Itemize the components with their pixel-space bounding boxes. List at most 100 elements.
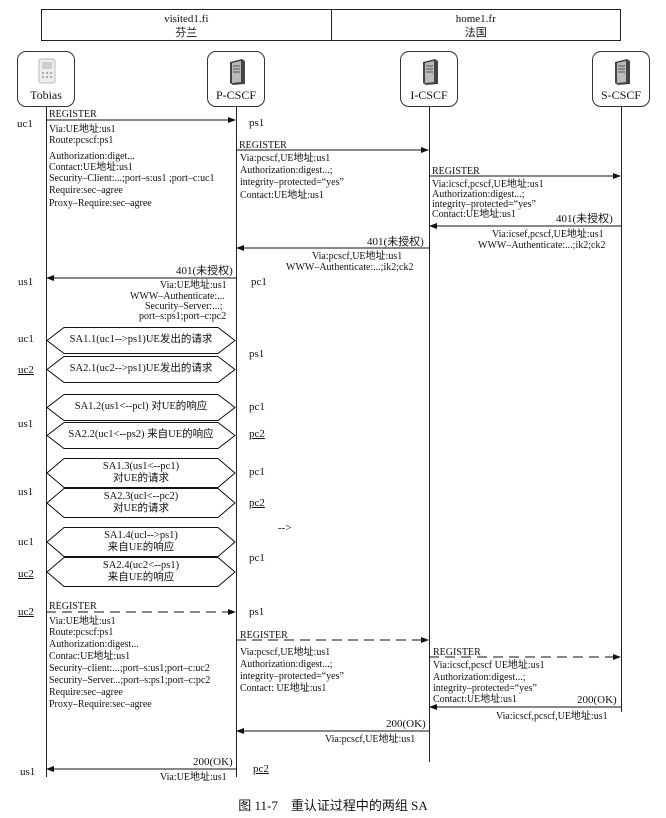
sa-label: SA1.2(us1<--pcl) 对UE的响应 bbox=[74, 401, 208, 412]
sa-sublabel: 来自UE的响应 bbox=[107, 572, 175, 583]
domain-country: 芬兰 bbox=[175, 27, 198, 39]
sa-label: SA2.1(uc2-->ps1)UE发出的请求 bbox=[69, 363, 213, 374]
entity-label: I-CSCF bbox=[410, 88, 448, 102]
msg3-title: REGISTER bbox=[432, 166, 480, 177]
msg6-line: Security–Server:...; bbox=[145, 301, 223, 312]
msg5-line: Via:pcscf,UE地址:us1 bbox=[312, 251, 403, 262]
msg4-title: 401(未授权) bbox=[556, 213, 613, 225]
port-label-left: uc2 bbox=[18, 364, 34, 376]
lifeline-pcscf bbox=[236, 107, 237, 777]
msg8-title: REGISTER bbox=[240, 630, 288, 641]
msg11-line: Via:pcscf,UE地址:us1 bbox=[325, 734, 416, 745]
server-icon bbox=[230, 59, 245, 85]
port-label-right: ps1 bbox=[249, 117, 265, 129]
sa-label: SA1.4(ucl-->ps1) bbox=[104, 530, 178, 541]
msg2-line: Authorization:digest...; bbox=[240, 165, 333, 176]
figure-caption: 图 11-7 重认证过程中的两组 SA bbox=[238, 798, 428, 813]
msg1-line: Via:UE地址:us1 bbox=[49, 124, 116, 135]
msg7-line: Via:UE地址:us1 bbox=[49, 616, 116, 627]
sa-2-1: SA2.1(uc2-->ps1)UE发出的请求 bbox=[46, 356, 236, 383]
msg12-line: Via:UE地址:us1 bbox=[160, 772, 227, 783]
msg3-line: Authorization:digest...; bbox=[432, 189, 525, 200]
domain-country: 法国 bbox=[464, 27, 487, 39]
sa-1-4: SA1.4(ucl-->ps1) 来自UE的响应 bbox=[46, 527, 236, 557]
msg1-line: Proxy–Require:sec–agree bbox=[49, 198, 152, 209]
msg1-line: Require:sec–agree bbox=[49, 185, 123, 196]
msg6-line: WWW–Authenticate:... bbox=[130, 291, 225, 302]
sa-2-4: SA2.4(uc2<--ps1) 来自UE的响应 bbox=[46, 557, 236, 587]
msg6-line: Via:UE地址:us1 bbox=[160, 280, 227, 291]
sa-label: SA1.3(us1<--pc1) bbox=[102, 461, 180, 472]
msg1-line: Security–Client:...;port–s:us1 ;port–c:u… bbox=[49, 173, 215, 184]
msg8-line: Contact: UE地址:us1 bbox=[240, 683, 327, 694]
domain-visited: visited1.fi 芬兰 bbox=[42, 10, 331, 40]
sa-sublabel: 来自UE的响应 bbox=[107, 542, 175, 553]
msg4-line: WWW–Authenticate:...;ik2;ck2 bbox=[478, 240, 606, 251]
sa-sublabel: 对UE的请求 bbox=[113, 473, 169, 484]
port-label-left: uc1 bbox=[17, 118, 33, 130]
port-label-left: us1 bbox=[18, 418, 34, 430]
sa-label: SA1.1(uc1-->ps1)UE发出的请求 bbox=[69, 334, 213, 345]
sa-sublabel: 对UE的请求 bbox=[113, 503, 169, 514]
port-label-right: pc1 bbox=[249, 552, 265, 564]
phone-icon bbox=[38, 58, 56, 84]
port-label-right: ps1 bbox=[249, 348, 265, 360]
port-label-right: pc1 bbox=[251, 276, 267, 288]
msg8-line: integrity–protected=“yes” bbox=[240, 671, 344, 682]
msg1-title: REGISTER bbox=[49, 109, 97, 120]
domain-host: visited1.fi bbox=[164, 13, 209, 25]
entity-tobias: Tobias bbox=[17, 51, 75, 107]
port-label-right: pc2 bbox=[249, 497, 265, 509]
msg9-line: integrity–protected=“yes” bbox=[433, 683, 537, 694]
domain-host: home1.fr bbox=[455, 13, 496, 25]
entity-icscf: I-CSCF bbox=[400, 51, 458, 107]
lifeline-tobias bbox=[46, 107, 47, 777]
msg5-line: WWW–Authenticate:...;ik2;ck2 bbox=[286, 262, 414, 273]
msg2-line: Contact:UE地址:us1 bbox=[240, 190, 324, 201]
msg3-line: integrity–protected=“yes” bbox=[432, 199, 536, 210]
sa-1-1: SA1.1(uc1-->ps1)UE发出的请求 bbox=[46, 327, 236, 354]
msg3-line: Contact:UE地址:us1 bbox=[432, 209, 516, 220]
sa-label: SA2.3(ucl<--pc2) bbox=[103, 491, 179, 502]
domain-table: visited1.fi 芬兰 home1.fr 法国 bbox=[41, 9, 621, 41]
msg7-line: Security–Server...;port–s:ps1;port–c:pc2 bbox=[49, 675, 211, 686]
entity-label: Tobias bbox=[30, 88, 62, 102]
msg7-line: Route:pcscf:ps1 bbox=[49, 627, 114, 638]
msg6-title: 401(未授权) bbox=[176, 265, 233, 277]
msg9-line: Authorization:digest...; bbox=[433, 672, 526, 683]
port-label-right: pc1 bbox=[249, 401, 265, 413]
server-icon bbox=[423, 59, 438, 85]
msg9-line: Contact:UE地址:us1 bbox=[433, 694, 517, 705]
msg2-title: REGISTER bbox=[239, 140, 287, 151]
port-label-left: uc1 bbox=[18, 333, 34, 345]
msg2-line: Via:pcscf,UE地址:us1 bbox=[240, 153, 331, 164]
msg8-line: Authorization:digest...; bbox=[240, 659, 333, 670]
msg7-line: Require:sec–agree bbox=[49, 687, 123, 698]
msg12-title: 200(OK) bbox=[193, 756, 233, 768]
sa-label: SA2.4(uc2<--ps1) bbox=[102, 560, 180, 571]
msg2-line: integrity–protected=“yes” bbox=[240, 177, 344, 188]
port-label-right: pc1 bbox=[249, 466, 265, 478]
dashes-label: --> bbox=[278, 522, 292, 534]
port-label-left: uc2 bbox=[18, 606, 34, 618]
port-label-right: ps1 bbox=[249, 606, 265, 618]
entity-pcscf: P-CSCF bbox=[207, 51, 265, 107]
msg10-line: Via:icscf,pcscf,UE地址:us1 bbox=[496, 711, 608, 722]
msg3-line: Via:icscf,pcscf,UE地址:us1 bbox=[432, 179, 544, 190]
port-label-right: pc2 bbox=[249, 428, 265, 440]
port-label-left: uc2 bbox=[18, 568, 34, 580]
domain-home: home1.fr 法国 bbox=[330, 10, 621, 40]
lifeline-scscf bbox=[621, 107, 622, 712]
sa-1-3: SA1.3(us1<--pc1) 对UE的请求 bbox=[46, 458, 236, 488]
msg9-line: Via:icscf,pcscf UE地址:us1 bbox=[433, 660, 545, 671]
msg7-line: Security–client:...;port–s:us1;port–c:uc… bbox=[49, 663, 210, 674]
msg4-line: Via:icsef,pcscf,UE地址:us1 bbox=[492, 229, 604, 240]
sa-1-2: SA1.2(us1<--pcl) 对UE的响应 bbox=[46, 394, 236, 421]
sa-label: SA2.2(uc1<--ps2) 来自UE的响应 bbox=[68, 429, 214, 440]
port-label-left: us1 bbox=[20, 766, 36, 778]
msg11-title: 200(OK) bbox=[386, 718, 426, 730]
msg7-line: Proxy–Require:sec–agree bbox=[49, 699, 152, 710]
msg1-line: Route:pcscf:ps1 bbox=[49, 135, 114, 146]
msg5-title: 401(未授权) bbox=[367, 236, 424, 248]
